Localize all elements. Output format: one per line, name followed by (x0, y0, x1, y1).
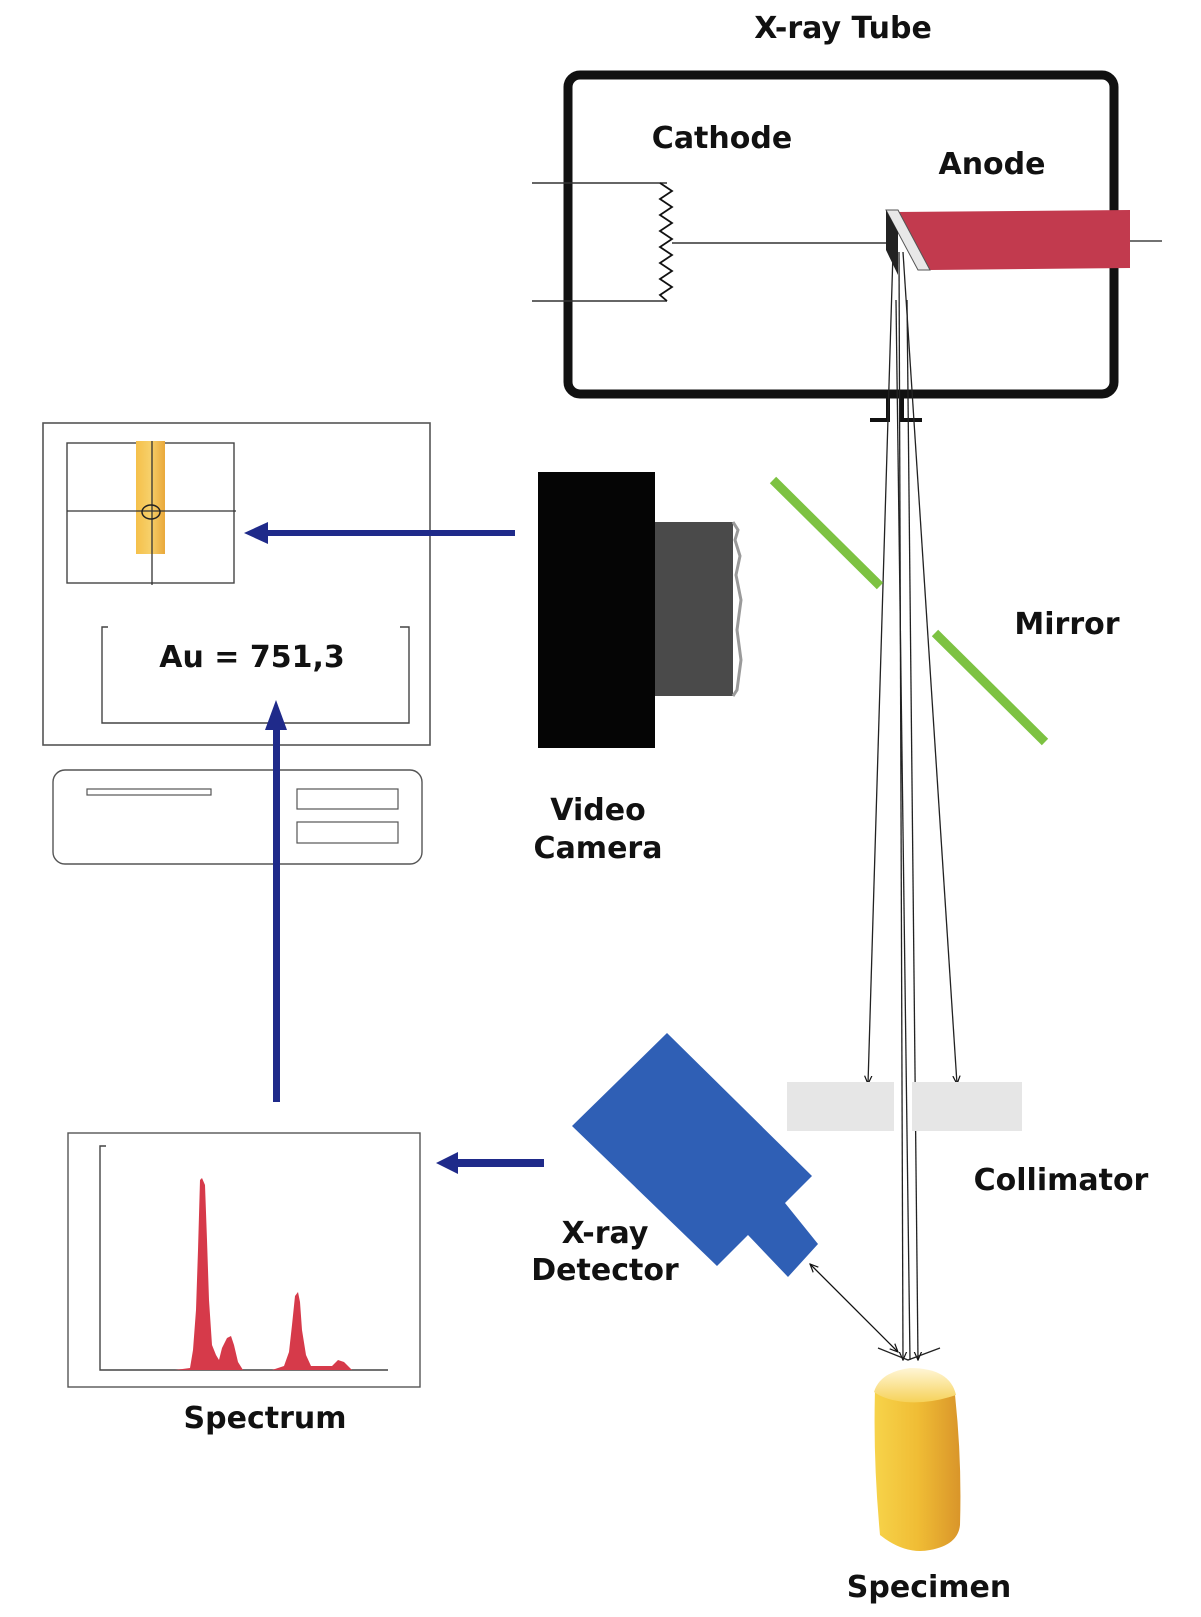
xray-detector-label-line1: X-ray (562, 1216, 649, 1251)
beam-ray (898, 251, 903, 1360)
anode-target-face (885, 209, 931, 271)
anode-label: Anode (938, 147, 1045, 182)
sample-image (136, 441, 165, 554)
collimator-right (912, 1082, 1022, 1131)
element-readout: Au = 751,3 (159, 640, 345, 675)
mirror: Mirror (769, 476, 1120, 746)
cathode-label: Cathode (652, 121, 792, 156)
camera-body (538, 472, 655, 748)
computer: Au = 751,3 (42, 422, 431, 865)
beam-ray (902, 251, 957, 1084)
camera-lens-rim (731, 521, 743, 697)
arrow-camera-to-monitor-head (244, 522, 268, 544)
arrow-camera-to-monitor-shaft (262, 530, 515, 536)
beam-ray (895, 299, 911, 1361)
arrow-detector-to-spectrum-shaft (452, 1159, 544, 1167)
detector-body (572, 1033, 818, 1277)
monitor (42, 422, 431, 746)
crosshair-target (141, 504, 161, 520)
anode-edge (886, 210, 898, 275)
xray-beam (868, 251, 957, 1361)
spectrum-axes (99, 1145, 388, 1371)
anode (896, 210, 1130, 270)
collimator-label: Collimator (974, 1163, 1149, 1198)
collimator-left (787, 1082, 894, 1131)
data-flow-arrows (244, 522, 544, 1174)
specimen: Specimen (847, 1368, 1011, 1605)
drive-bay-upper (296, 788, 399, 810)
arrow-detector-to-spectrum-head (436, 1152, 458, 1174)
mirror-lower (931, 629, 1049, 746)
readout-box (101, 626, 410, 724)
spectrum-panel: Spectrum (67, 1132, 421, 1436)
xray-tube-title: X-ray Tube (754, 11, 932, 46)
mirror-upper (769, 476, 884, 590)
beam-ray (868, 251, 894, 1084)
drive-bay-lower (296, 821, 399, 844)
xray-tube: X-ray Tube Cathode Anode (532, 11, 1162, 422)
spectrum-label: Spectrum (184, 1401, 347, 1436)
cathode-filament (658, 182, 674, 302)
collimator: Collimator (787, 1082, 1149, 1198)
specimen-label: Specimen (847, 1570, 1011, 1605)
computer-case (52, 769, 423, 865)
disk-slot (86, 788, 212, 796)
video-camera: Video Camera (534, 472, 743, 866)
xray-detector-label-line2: Detector (531, 1253, 679, 1288)
detector-to-specimen-path (810, 1264, 898, 1352)
specimen-body (874, 1390, 961, 1551)
video-camera-label-line1: Video (550, 793, 645, 828)
xray-detector: X-ray Detector (531, 1033, 898, 1352)
arrow-spectrum-to-readout-shaft (273, 722, 280, 1102)
beam-fan (877, 1347, 941, 1361)
specimen-top (874, 1368, 956, 1403)
spectrum-peaks (175, 1178, 352, 1370)
camera-lens (655, 522, 733, 696)
spectrum-frame (67, 1132, 421, 1388)
beam-ray (906, 299, 918, 1360)
video-camera-label-line2: Camera (534, 831, 663, 866)
arrow-spectrum-to-readout-head (265, 700, 287, 730)
mirror-label: Mirror (1014, 607, 1119, 642)
